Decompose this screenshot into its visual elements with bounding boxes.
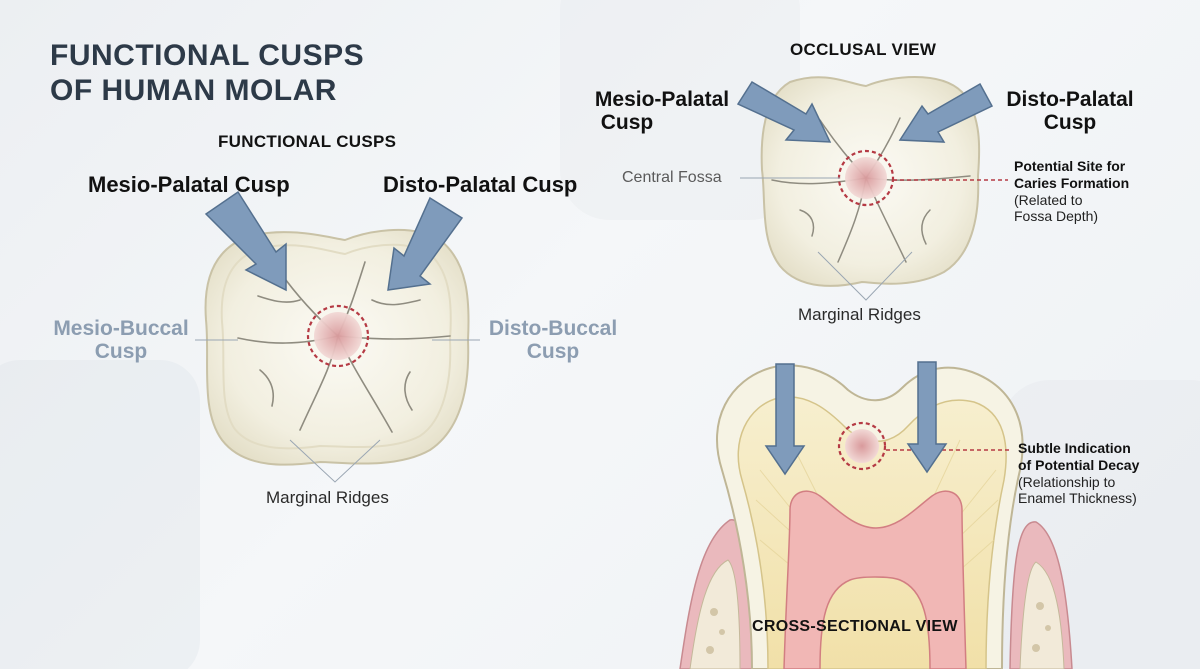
page-title: FUNCTIONAL CUSPS OF HUMAN MOLAR [50, 39, 365, 108]
occlusal-view-heading: OCCLUSAL VIEW [790, 40, 937, 59]
left-arrow-mesio-palatal [204, 190, 287, 292]
occlusal-arrow-mesio-palatal [736, 80, 832, 143]
cross-arrow-left [764, 363, 806, 476]
occlusal-disto-palatal-label: Disto-Palatal Cusp [994, 88, 1146, 134]
occlusal-disto-palatal-line-2: Cusp [1043, 111, 1097, 135]
disto-buccal-line-1: Disto-Buccal [488, 317, 618, 340]
disto-buccal-label: Disto-Buccal Cusp [478, 317, 628, 363]
cross-sectional-view-heading: CROSS-SECTIONAL VIEW [752, 618, 958, 635]
central-fossa-label: Central Fossa [622, 169, 722, 186]
mesio-buccal-line-1: Mesio-Buccal [53, 317, 189, 340]
caries-note-line-4: Fossa Depth) [1014, 208, 1099, 225]
caries-note-bold-1: Potential Site for [1014, 158, 1126, 174]
occlusal-disto-palatal-line-1: Disto-Palatal [1006, 88, 1134, 111]
left-marginal-ridges-label: Marginal Ridges [266, 488, 389, 507]
left-arrow-disto-palatal [387, 196, 464, 291]
occlusal-mesio-palatal-line-2: Cusp [600, 111, 654, 135]
occlusal-mesio-palatal-line-1: Mesio-Palatal [594, 88, 730, 111]
decay-note-line-4: Enamel Thickness) [1018, 490, 1137, 507]
caries-note: Potential Site for Caries Formation (Rel… [1014, 158, 1129, 225]
cross-arrow-right [906, 361, 948, 474]
left-mesio-palatal-label: Mesio-Palatal Cusp [88, 172, 290, 197]
occlusal-arrow-disto-palatal [898, 82, 994, 143]
mesio-buccal-label: Mesio-Buccal Cusp [46, 317, 196, 363]
occlusal-mesio-palatal-label: Mesio-Palatal Cusp [586, 88, 738, 134]
decay-note-line-3: (Relationship to [1018, 473, 1116, 490]
caries-note-bold-2: Caries Formation [1014, 174, 1130, 191]
left-disto-palatal-label: Disto-Palatal Cusp [383, 172, 578, 197]
occlusal-marginal-ridges-label: Marginal Ridges [798, 305, 921, 324]
decay-note-bold-1: Subtle Indication [1018, 440, 1131, 456]
functional-cusps-heading: FUNCTIONAL CUSPS [218, 132, 397, 151]
decay-note-bold-2: of Potential Decay [1018, 456, 1140, 473]
left-molar-occlusal [195, 228, 480, 483]
disto-buccal-line-2: Cusp [526, 340, 580, 364]
caries-note-line-3: (Related to [1014, 191, 1083, 208]
decay-note: Subtle Indication of Potential Decay (Re… [1018, 440, 1139, 507]
mesio-buccal-line-2: Cusp [94, 340, 148, 364]
